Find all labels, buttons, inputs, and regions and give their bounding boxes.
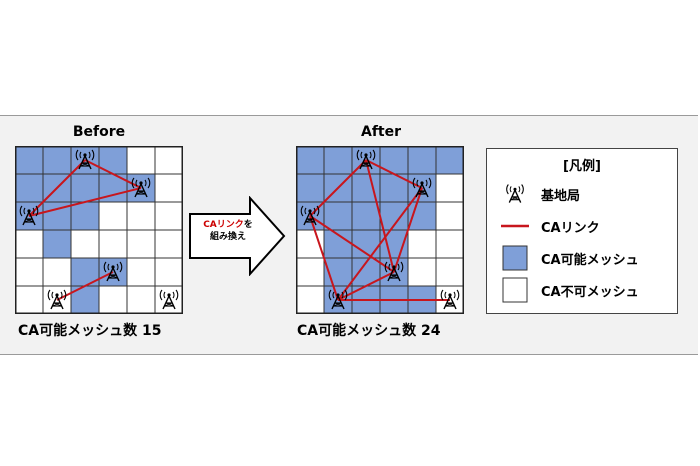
ca-link-line: [337, 187, 423, 301]
legend-item-ca-link: CAリンク: [499, 213, 600, 239]
arrow-label: CAリンクを 組み換え: [192, 219, 264, 243]
link-line-icon: [501, 224, 529, 228]
mesh-cell-ca-impossible: [126, 229, 156, 259]
mesh-cell-ca-impossible: [70, 229, 100, 259]
before-caption: CA可能メッシュ数 15: [18, 323, 162, 339]
legend-label: CA可能メッシュ: [541, 252, 639, 268]
tower-icon: [19, 205, 39, 226]
mesh-cell-ca-possible: [323, 201, 353, 231]
mesh-cell-ca-impossible: [154, 201, 183, 231]
arrow-label-suffix: を: [243, 220, 253, 230]
mesh-cell-ca-possible: [15, 173, 44, 203]
arrow-label-red: CAリンク: [203, 220, 244, 230]
tower-icon: [159, 289, 179, 310]
mesh-cell-ca-impossible: [435, 229, 464, 259]
ca-link-line: [365, 159, 423, 189]
mesh-cell-ca-impossible: [435, 257, 464, 287]
mesh-cell-ca-possible: [296, 146, 325, 175]
mesh-cell-ca-possible: [70, 173, 100, 203]
mesh-cell-ca-possible: [70, 201, 100, 231]
mesh-cell-ca-impossible: [126, 285, 156, 314]
arrow-shape: [189, 196, 286, 276]
legend-title: [凡例]: [563, 159, 601, 174]
mesh-cell-ca-impossible: [407, 229, 437, 259]
before-mesh-map: [15, 146, 183, 314]
ca-link-line: [28, 159, 86, 217]
mesh-cell-ca-impossible: [15, 229, 44, 259]
mesh-cell-ca-impossible: [126, 201, 156, 231]
mesh-cell-ca-impossible: [435, 173, 464, 203]
mesh-cell-ca-impossible: [407, 257, 437, 287]
mesh-cell-ca-impossible: [154, 257, 183, 287]
mesh-cell-ca-impossible: [296, 285, 325, 314]
tower-icon: [384, 261, 404, 282]
legend-item-ca-impossible: CA不可メッシュ: [499, 277, 639, 303]
after-caption: CA可能メッシュ数 24: [297, 323, 441, 339]
mesh-cell-ca-impossible: [435, 201, 464, 231]
legend-label: CAリンク: [541, 220, 600, 236]
before-grid: [15, 146, 183, 314]
mesh-cell-ca-impossible: [98, 285, 128, 314]
mesh-cell-ca-impossible: [98, 229, 128, 259]
tower-icon: [300, 205, 320, 226]
mesh-cell-ca-impossible: [154, 229, 183, 259]
mesh-cell-ca-possible: [323, 146, 353, 175]
mesh-cell-ca-possible: [407, 146, 437, 175]
tower-icon: [75, 149, 95, 170]
tower-icon: [103, 261, 123, 282]
ca-link-line: [84, 159, 142, 189]
mesh-cell-ca-impossible: [126, 146, 156, 175]
after-grid: [296, 146, 464, 314]
ca-link-line: [309, 215, 395, 273]
transition-arrow: [189, 196, 286, 276]
tower-icon: [328, 289, 348, 310]
mesh-cell-ca-impossible: [15, 257, 44, 287]
mesh-cell-ca-impossible: [296, 257, 325, 287]
blue-mesh-swatch: [502, 245, 528, 271]
legend-item-base-station: 基地局: [499, 181, 580, 207]
legend-label: CA不可メッシュ: [541, 284, 639, 300]
mesh-cell-ca-possible: [407, 173, 437, 203]
arrow-label-line2: 組み換え: [209, 232, 246, 242]
before-title: Before: [72, 124, 126, 140]
after-title: After: [360, 124, 402, 140]
mesh-cell-ca-possible: [296, 173, 325, 203]
mesh-cell-ca-impossible: [42, 257, 72, 287]
tower-icon: [440, 289, 460, 310]
ca-link-line: [28, 187, 142, 217]
mesh-cell-ca-impossible: [154, 146, 183, 175]
legend-item-ca-possible: CA可能メッシュ: [499, 245, 639, 271]
tower-icon: [412, 177, 432, 198]
legend-label: 基地局: [541, 188, 581, 204]
ca-link-line: [337, 271, 395, 301]
white-mesh-swatch: [502, 277, 528, 303]
mesh-cell-ca-possible: [15, 146, 44, 175]
mesh-cell-ca-possible: [351, 201, 381, 231]
mesh-cell-ca-impossible: [15, 285, 44, 314]
after-mesh-map: [296, 146, 464, 314]
mesh-cell-ca-impossible: [126, 257, 156, 287]
ca-link-line: [56, 271, 114, 301]
mesh-cell-ca-impossible: [98, 201, 128, 231]
tower-icon: [506, 184, 524, 203]
tower-icon: [356, 149, 376, 170]
tower-icon: [131, 177, 151, 198]
mesh-cell-ca-impossible: [154, 173, 183, 203]
tower-icon: [47, 289, 67, 310]
mesh-cell-ca-impossible: [154, 285, 183, 314]
mesh-cell-ca-possible: [435, 146, 464, 175]
ca-link-line: [393, 187, 423, 273]
ca-link-line: [309, 159, 367, 217]
mesh-cell-ca-possible: [42, 146, 72, 175]
ca-link-line: [365, 159, 395, 273]
mesh-cell-ca-possible: [42, 229, 72, 259]
ca-link-line: [309, 215, 339, 301]
legend-box: [凡例] 基地局 CAリンク CA可能メッシュ CA不: [486, 148, 678, 314]
